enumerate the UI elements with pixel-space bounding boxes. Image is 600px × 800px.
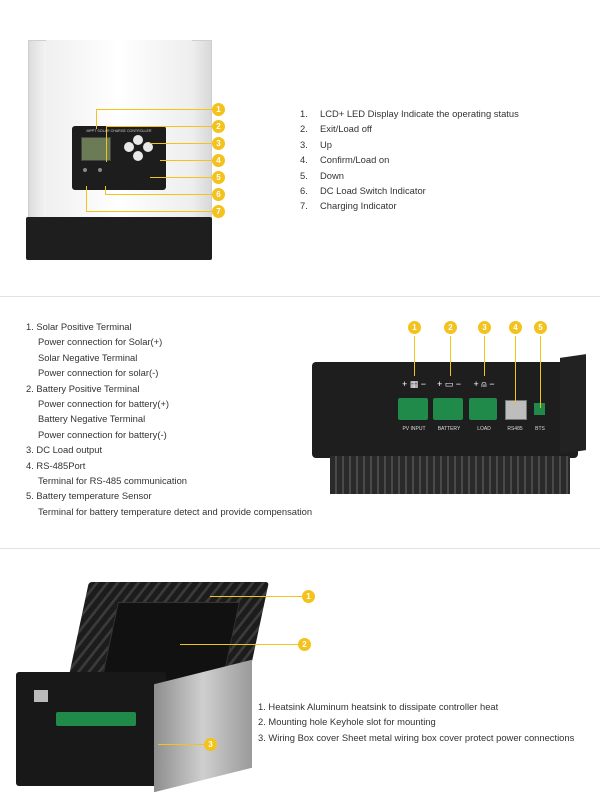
button-exit[interactable]: [124, 142, 134, 152]
button-down[interactable]: [133, 151, 143, 161]
legend-item: 6.DC Load Switch Indicator: [300, 185, 426, 197]
callout-5: 5: [534, 321, 547, 334]
legend-item: 3.Up: [300, 138, 332, 150]
controller-terminal-image: + ▦ − + ▭ − + ⍝ − PV INPUT BATTERY LOAD …: [312, 354, 587, 496]
legend-item: Terminal for RS-485 communication: [38, 475, 188, 487]
port-label: PV INPUT: [402, 426, 426, 432]
front-terminals: [56, 712, 136, 726]
legend-item: 1. Heatsink Aluminum heatsink to dissipa…: [258, 701, 499, 712]
heatsink-fins: [330, 456, 570, 494]
callout-1: 1: [212, 103, 225, 116]
callout-6: 6: [212, 188, 225, 201]
port-symbol: + ▦ −: [401, 379, 427, 389]
bts-port: [534, 403, 545, 415]
callout-3: 3: [204, 738, 217, 751]
legend-item: 3. DC Load output: [26, 444, 103, 456]
port-label: RS485: [507, 426, 523, 432]
legend-item: Battery Negative Terminal: [38, 413, 146, 425]
section-divider: [0, 296, 600, 297]
legend-item: Power connection for solar(-): [38, 367, 159, 379]
pv-input-terminal: [398, 398, 428, 420]
legend-item: 1.LCD+ LED Display Indicate the operatin…: [300, 108, 519, 119]
controller-front-image: MPPT SOLAR CHARGE CONTROLLER: [26, 40, 212, 260]
legend-item: 4. RS-485Port: [26, 459, 86, 471]
legend-item: 4.Confirm/Load on: [300, 154, 390, 166]
wiring-box-cover: [154, 659, 252, 793]
port-label: BTS: [535, 426, 545, 432]
terminals-legend: 1. Solar Positive Terminal Power connect…: [26, 319, 312, 519]
callout-1: 1: [302, 590, 315, 603]
callout-3: 3: [478, 321, 491, 334]
battery-terminal: [433, 398, 463, 420]
legend-item: 5. Battery temperature Sensor: [26, 490, 152, 502]
housing-legend: 1. Heatsink Aluminum heatsink to dissipa…: [258, 699, 574, 745]
legend-item: 2.Exit/Load off: [300, 123, 372, 135]
port-symbol: + ▭ −: [436, 379, 462, 389]
button-confirm[interactable]: [143, 142, 153, 152]
legend-item: 1. Solar Positive Terminal: [26, 321, 132, 332]
rs485-port: [505, 400, 527, 420]
callout-4: 4: [212, 154, 225, 167]
legend-item: Terminal for battery temperature detect …: [38, 505, 313, 517]
legend-item: Power connection for Solar(+): [38, 336, 163, 348]
callout-1: 1: [408, 321, 421, 334]
legend-item: Solar Negative Terminal: [38, 351, 138, 363]
legend-item: 2. Battery Positive Terminal: [26, 382, 140, 394]
controller-angled-image: [14, 562, 269, 794]
button-up[interactable]: [133, 135, 143, 145]
port-symbol: + ⍝ −: [473, 379, 495, 389]
callout-4: 4: [509, 321, 522, 334]
control-panel: MPPT SOLAR CHARGE CONTROLLER: [72, 126, 166, 190]
legend-item: 2. Mounting hole Keyhole slot for mounti…: [258, 716, 436, 728]
housing-section: 1 2 3 1. Heatsink Aluminum heatsink to d…: [0, 548, 600, 800]
callout-5: 5: [212, 171, 225, 184]
section-divider: [0, 548, 600, 549]
port-label: BATTERY: [437, 426, 461, 432]
callout-7: 7: [212, 205, 225, 218]
controller-base: [26, 217, 212, 260]
load-terminal: [469, 398, 497, 420]
front-panel-section: MPPT SOLAR CHARGE CONTROLLER 1 2 3 4 5 6…: [0, 0, 600, 290]
front-ports: [34, 690, 48, 702]
terminals-section: 1. Solar Positive Terminal Power connect…: [0, 296, 600, 548]
legend-item: Power connection for battery(+): [38, 398, 170, 410]
legend-item: Power connection for battery(-): [38, 428, 167, 440]
front-panel-legend: 1.LCD+ LED Display Indicate the operatin…: [300, 106, 519, 214]
callout-2: 2: [212, 120, 225, 133]
legend-item: 7.Charging Indicator: [300, 200, 397, 212]
panel-title: MPPT SOLAR CHARGE CONTROLLER: [86, 129, 152, 133]
led-indicator-2: [98, 168, 102, 172]
legend-item: 3. Wiring Box cover Sheet metal wiring b…: [258, 731, 575, 743]
callout-2: 2: [444, 321, 457, 334]
callout-3: 3: [212, 137, 225, 150]
legend-item: 5.Down: [300, 169, 344, 181]
callout-2: 2: [298, 638, 311, 651]
led-indicator-1: [83, 168, 87, 172]
port-label: LOAD: [477, 426, 491, 432]
